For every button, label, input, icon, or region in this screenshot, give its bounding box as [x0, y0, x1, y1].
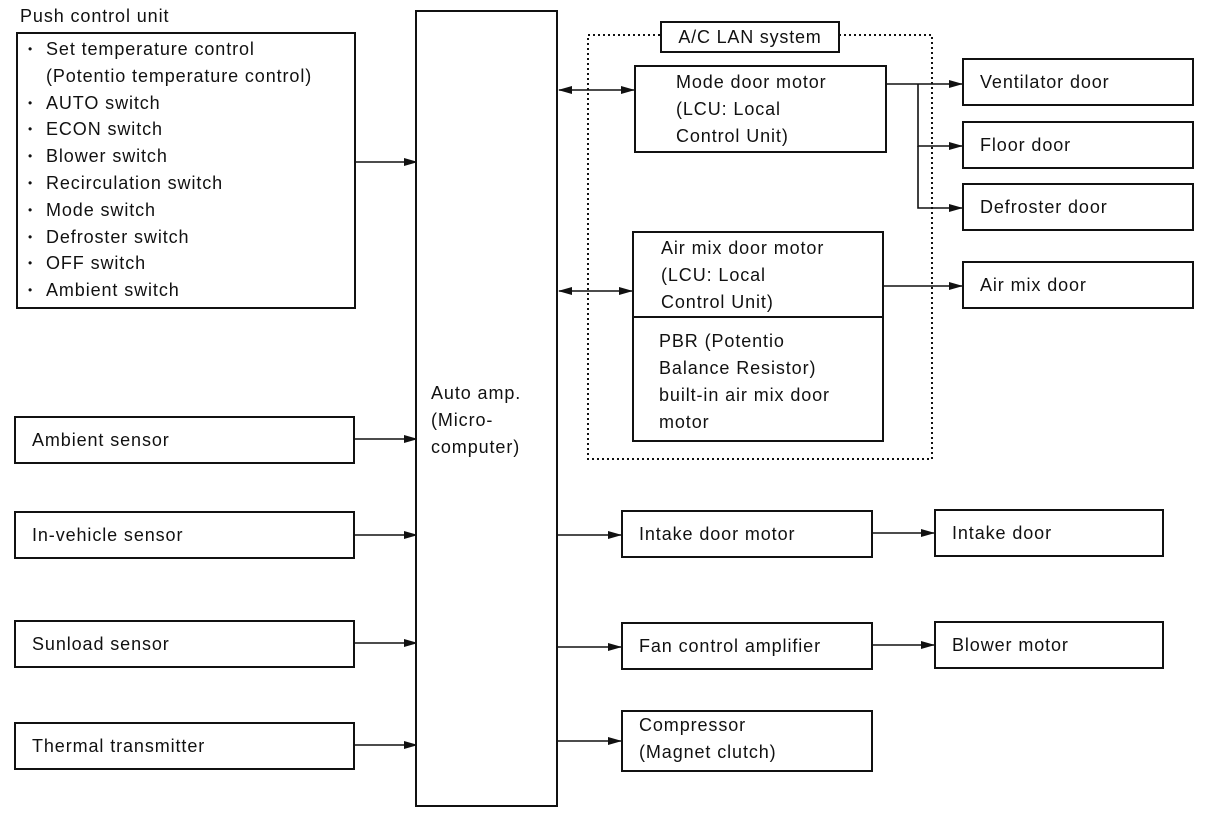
in-vehicle-sensor-label: In-vehicle sensor: [32, 524, 184, 545]
compressor-label: Compressor: [639, 715, 747, 735]
ventilator-door-box: Ventilator door: [962, 58, 1194, 106]
intake-door-label: Intake door: [952, 522, 1052, 543]
ambient-sensor-box: Ambient sensor: [14, 416, 355, 464]
compressor-box: Compressor (Magnet clutch): [621, 710, 873, 772]
thermal-transmitter-label: Thermal transmitter: [32, 735, 206, 756]
list-item: •AUTO switch: [28, 92, 161, 113]
pbr-label: PBR (Potentio Balance Resistor) built-in…: [659, 331, 830, 432]
ambient-sensor-label: Ambient sensor: [32, 429, 170, 450]
mode-door-motor-box: Mode door motor (LCU: Local Control Unit…: [634, 65, 887, 153]
list-item: •OFF switch: [28, 253, 147, 274]
blower-motor-label: Blower motor: [952, 634, 1069, 655]
ac-lan-boundary: [587, 34, 933, 460]
air-mix-door-box: Air mix door: [962, 261, 1194, 309]
compressor-sub-label: (Magnet clutch): [639, 742, 777, 762]
blower-motor-box: Blower motor: [934, 621, 1164, 669]
fan-control-amplifier-box: Fan control amplifier: [621, 622, 873, 670]
air-mix-door-label: Air mix door: [980, 274, 1087, 295]
defroster-door-box: Defroster door: [962, 183, 1194, 231]
air-mix-divider: [634, 316, 882, 318]
push-control-unit-list: •Set temperature control(Potentio temper…: [18, 34, 354, 304]
ventilator-door-label: Ventilator door: [980, 71, 1110, 92]
auto-amp-label: Auto amp. (Micro- computer): [431, 383, 522, 457]
floor-door-label: Floor door: [980, 134, 1072, 155]
push-control-unit-title: Push control unit: [20, 6, 170, 26]
air-mix-door-motor-box: Air mix door motor (LCU: Local Control U…: [632, 231, 884, 442]
sunload-sensor-box: Sunload sensor: [14, 620, 355, 668]
floor-door-box: Floor door: [962, 121, 1194, 169]
auto-amp-box: Auto amp. (Micro- computer): [415, 10, 558, 807]
list-item: •Recirculation switch: [28, 172, 224, 193]
in-vehicle-sensor-box: In-vehicle sensor: [14, 511, 355, 559]
push-control-unit-box: •Set temperature control(Potentio temper…: [16, 32, 356, 309]
defroster-door-label: Defroster door: [980, 196, 1108, 217]
list-item: •ECON switch: [28, 119, 163, 140]
list-item: •Set temperature control(Potentio temper…: [28, 36, 354, 90]
sunload-sensor-label: Sunload sensor: [32, 633, 170, 654]
arrow-mode-to-defroster: [917, 146, 963, 212]
arrow-mode-to-floor: [917, 84, 963, 150]
intake-door-motor-box: Intake door motor: [621, 510, 873, 558]
ac-lan-system-title: A/C LAN system: [660, 21, 840, 53]
fan-control-amplifier-label: Fan control amplifier: [639, 635, 821, 656]
air-mix-lcu-label: Air mix door motor (LCU: Local Control U…: [661, 238, 825, 312]
list-item: •Mode switch: [28, 199, 156, 220]
list-item-sub: (Potentio temperature control): [46, 65, 313, 86]
list-item: •Blower switch: [28, 146, 168, 167]
list-item: •Defroster switch: [28, 226, 190, 247]
intake-door-box: Intake door: [934, 509, 1164, 557]
intake-door-motor-label: Intake door motor: [639, 523, 796, 544]
list-item: •Ambient switch: [28, 280, 180, 301]
thermal-transmitter-box: Thermal transmitter: [14, 722, 355, 770]
